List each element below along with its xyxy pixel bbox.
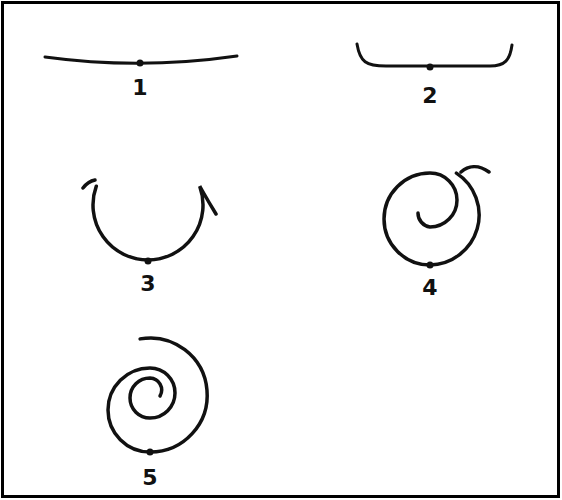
base-dot xyxy=(427,64,434,71)
base-dot xyxy=(427,262,434,269)
tight-spiral xyxy=(108,338,207,452)
callout-number: 3 xyxy=(140,273,155,295)
base-dot xyxy=(147,449,154,456)
callout-number: 5 xyxy=(142,467,157,489)
base-dot xyxy=(137,60,144,67)
callout-number: 1 xyxy=(132,77,147,99)
half-circle-curve xyxy=(83,180,216,260)
callout-number: 2 xyxy=(422,85,437,107)
u-curve xyxy=(357,44,512,66)
open-spiral xyxy=(384,167,489,265)
frame-border xyxy=(3,3,559,497)
callout-number: 4 xyxy=(422,277,437,299)
base-dot xyxy=(145,258,152,265)
